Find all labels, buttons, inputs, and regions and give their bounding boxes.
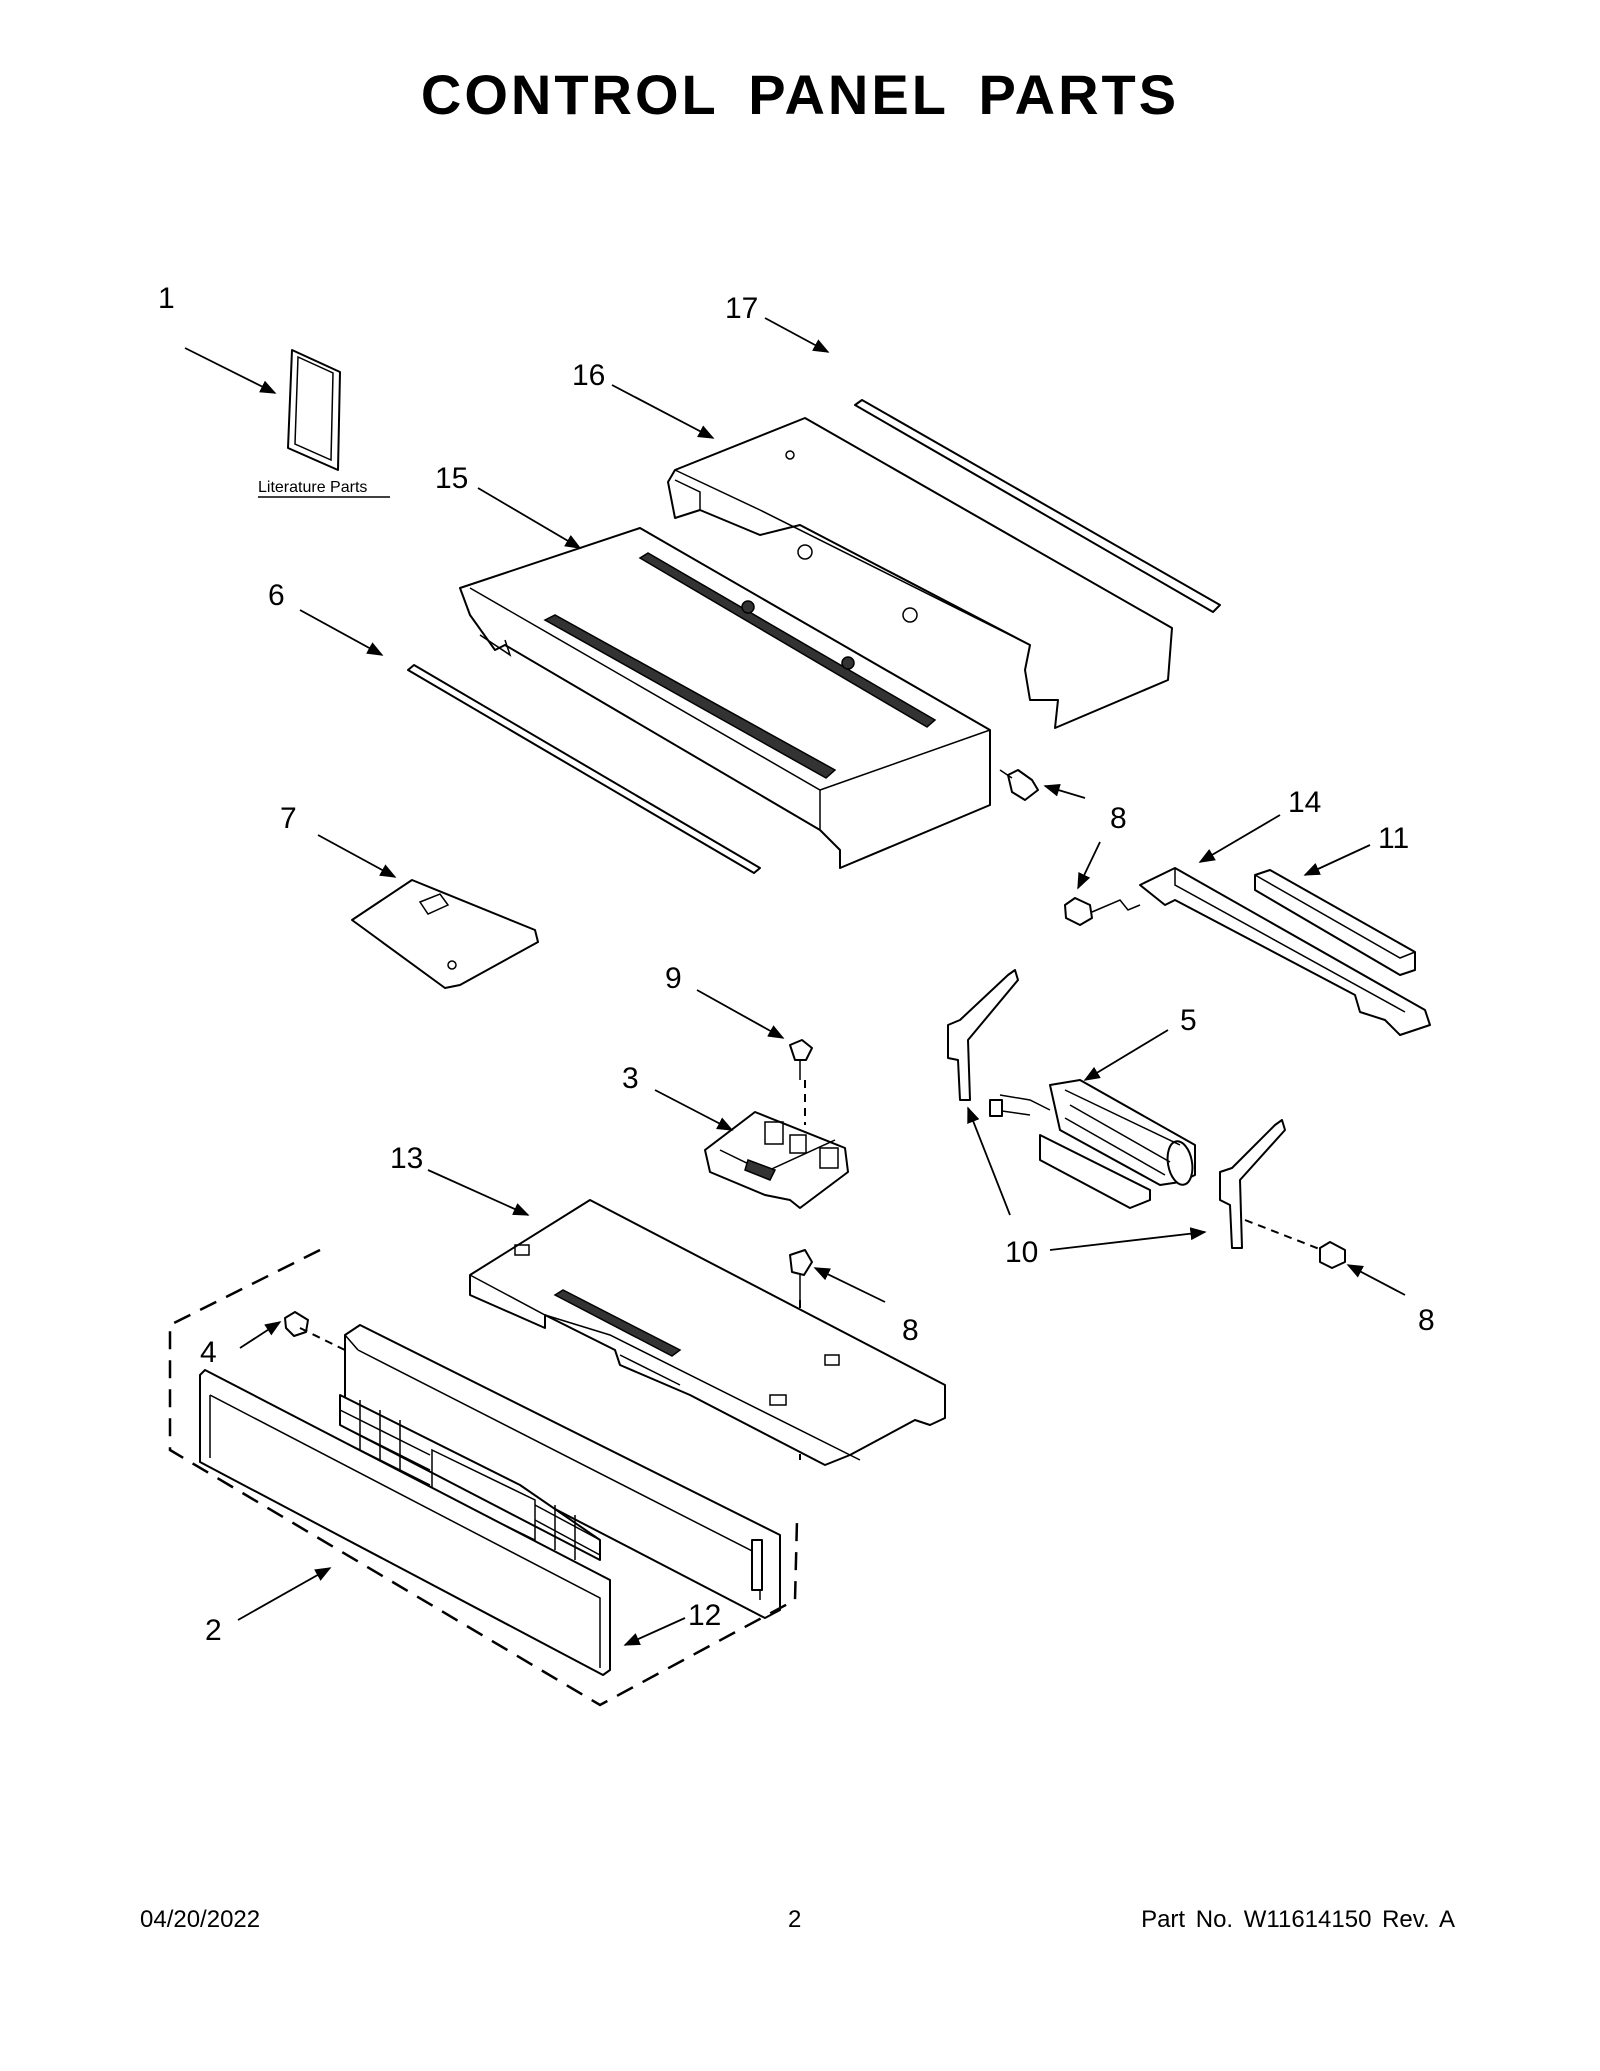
callout-6: 6: [268, 579, 285, 612]
part-5-blower: [989, 1079, 1196, 1209]
leader-lines: [184, 317, 1406, 1646]
part-4-screw: [284, 1311, 356, 1356]
assembly-boundary: [168, 1248, 799, 1707]
page-title: CONTROL PANEL PARTS: [420, 63, 1180, 126]
callout-11: 11: [1378, 822, 1409, 855]
callout-17: 17: [725, 292, 758, 325]
part-13-mounting-plate: [469, 1199, 946, 1466]
part-9-screw: [789, 1039, 813, 1125]
footer-part-number: Part No. W11614150 Rev. A: [1141, 1906, 1455, 1933]
callout-10: 10: [1005, 1236, 1038, 1269]
callout-5: 5: [1180, 1004, 1197, 1037]
callout-8-upper: 8: [1110, 802, 1127, 835]
part-3-control-board: [704, 1111, 849, 1209]
callout-15: 15: [435, 462, 468, 495]
part-15-control-housing: [459, 527, 991, 869]
part-1-literature: Literature Parts: [258, 349, 390, 498]
part-14-bracket: [1139, 867, 1431, 1036]
callout-3: 3: [622, 1062, 639, 1095]
callout-8-center: 8: [902, 1314, 919, 1347]
part-8-screw-right-upper: [1064, 897, 1141, 926]
callout-4: 4: [200, 1336, 217, 1369]
callout-14: 14: [1288, 786, 1321, 819]
part-10-bracket-right: [1219, 1119, 1286, 1249]
callout-7: 7: [280, 802, 297, 835]
part-7-cover-plate: [351, 879, 539, 989]
footer-page-number: 2: [788, 1906, 802, 1933]
footer-date: 04/20/2022: [140, 1906, 261, 1933]
callout-12: 12: [688, 1599, 721, 1632]
keypad-grid-right: [534, 1504, 601, 1560]
callout-9: 9: [665, 962, 682, 995]
literature-parts-label: Literature Parts: [258, 479, 367, 496]
callout-8-right: 8: [1418, 1304, 1435, 1337]
part-6-rod: [407, 664, 761, 874]
part-11-insulation: [1254, 869, 1416, 976]
callout-16: 16: [572, 359, 605, 392]
part-10-bracket-left: [947, 969, 1019, 1101]
part-8-screw-right-lower: [1244, 1219, 1346, 1269]
part-2-front-panel: [199, 1369, 611, 1676]
part-17-strip: [854, 399, 1221, 613]
part-8-screw-upper: [999, 769, 1039, 801]
callout-1: 1: [158, 282, 175, 315]
part-16-rear-cover: [667, 417, 1173, 729]
callout-2: 2: [205, 1614, 222, 1647]
callout-13: 13: [390, 1142, 423, 1175]
callout-labels: 1 2 3 4 5 6 7 8 8 8 9 10 11 12 13 14 15 …: [158, 282, 1435, 1647]
